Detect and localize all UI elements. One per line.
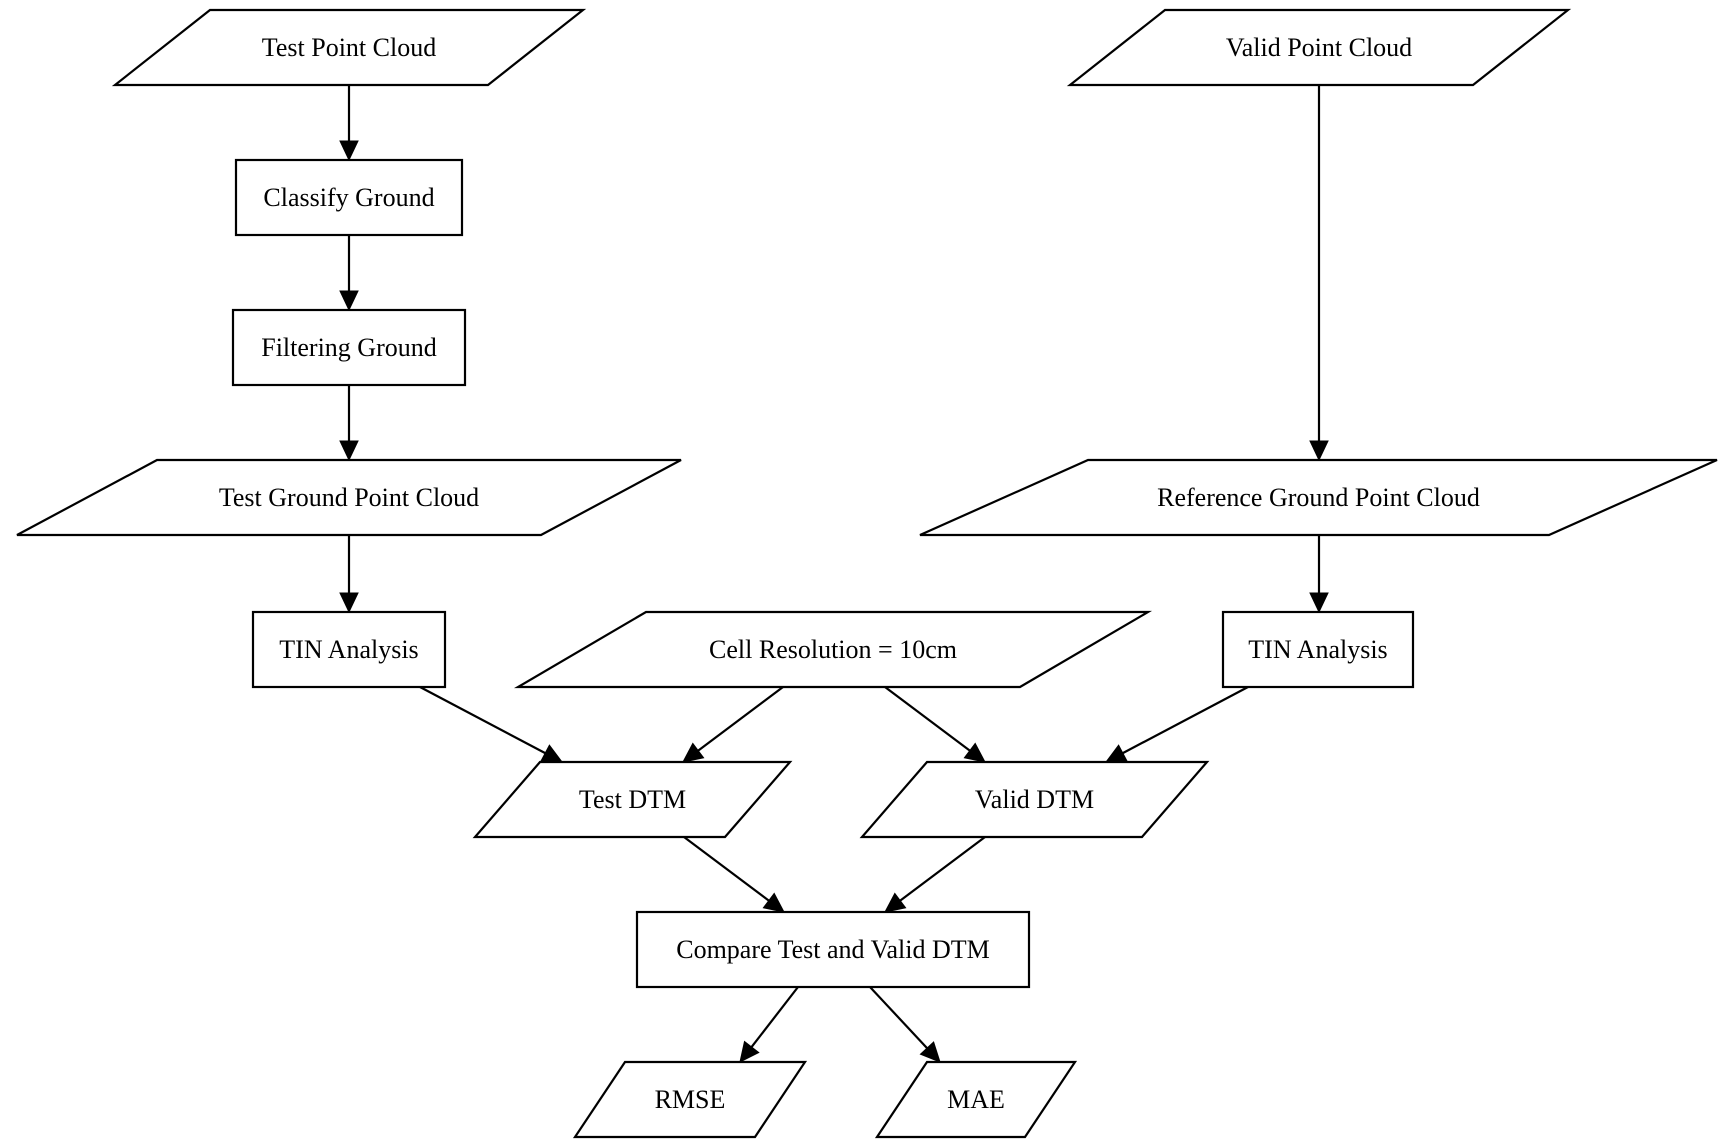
- parallelogram-shape: [1066, 8, 1572, 87]
- node-label: Cell Resolution = 10cm: [709, 635, 957, 664]
- edge-test-point-cloud-to-classify-ground: [339, 85, 359, 162]
- node-label: Valid DTM: [975, 785, 1094, 814]
- parallelogram-shape: [859, 760, 1210, 839]
- node-mae: MAE: [874, 1060, 1078, 1139]
- parallelogram-shape: [16, 458, 682, 537]
- rectangle-shape: [234, 158, 464, 237]
- edges-layer: [339, 85, 1329, 1063]
- node-label: TIN Analysis: [279, 635, 418, 664]
- edge-line: [419, 686, 546, 755]
- edge-cell-resolution-to-valid-dtm: [884, 686, 986, 763]
- edge-classify-ground-to-filtering-ground: [339, 235, 359, 312]
- node-valid-point-cloud: Valid Point Cloud: [1066, 8, 1572, 87]
- node-label: MAE: [947, 1085, 1005, 1114]
- node-tin-analysis-ref: TIN Analysis: [1221, 610, 1415, 689]
- edge-compare-to-rmse: [739, 986, 799, 1063]
- arrowhead-icon: [1309, 440, 1329, 462]
- edge-cell-resolution-to-test-dtm: [682, 686, 784, 763]
- edge-line: [899, 836, 986, 902]
- arrowhead-icon: [884, 892, 907, 913]
- node-label: TIN Analysis: [1248, 635, 1387, 664]
- arrowhead-icon: [739, 1040, 760, 1063]
- arrowhead-icon: [1309, 592, 1329, 614]
- arrowhead-icon: [339, 290, 359, 312]
- arrowhead-icon: [919, 1041, 941, 1063]
- parallelogram-shape: [472, 760, 793, 839]
- rectangle-shape: [251, 610, 447, 689]
- parallelogram-shape: [874, 1060, 1078, 1139]
- node-label: RMSE: [655, 1085, 726, 1114]
- parallelogram-shape: [513, 610, 1153, 689]
- edge-tin-analysis-test-to-test-dtm: [419, 686, 564, 763]
- arrowhead-icon: [339, 592, 359, 614]
- rectangle-shape: [231, 308, 467, 387]
- node-test-dtm: Test DTM: [472, 760, 793, 839]
- parallelogram-shape: [572, 1060, 808, 1139]
- node-filtering-ground: Filtering Ground: [231, 308, 467, 387]
- edge-reference-ground-point-cloud-to-tin-analysis-ref: [1309, 535, 1329, 614]
- edge-tin-analysis-ref-to-valid-dtm: [1104, 686, 1249, 763]
- edge-test-dtm-to-compare: [683, 836, 785, 913]
- arrowhead-icon: [339, 140, 359, 162]
- node-label: Test DTM: [579, 785, 686, 814]
- node-tin-analysis-test: TIN Analysis: [251, 610, 447, 689]
- node-test-point-cloud: Test Point Cloud: [111, 8, 587, 87]
- edge-line: [869, 986, 928, 1049]
- arrowhead-icon: [339, 440, 359, 462]
- node-test-ground-point-cloud: Test Ground Point Cloud: [16, 458, 682, 537]
- node-valid-dtm: Valid DTM: [859, 760, 1210, 839]
- parallelogram-shape: [919, 458, 1718, 537]
- arrowhead-icon: [963, 742, 986, 763]
- parallelogram-shape: [111, 8, 587, 87]
- edge-line: [884, 686, 971, 752]
- node-reference-ground-point-cloud: Reference Ground Point Cloud: [919, 458, 1718, 537]
- node-label: Test Ground Point Cloud: [219, 483, 479, 512]
- node-label: Reference Ground Point Cloud: [1157, 483, 1480, 512]
- node-classify-ground: Classify Ground: [234, 158, 464, 237]
- node-label: Test Point Cloud: [262, 33, 436, 62]
- edge-line: [683, 836, 770, 902]
- node-label: Compare Test and Valid DTM: [676, 935, 990, 964]
- edge-test-ground-point-cloud-to-tin-analysis-test: [339, 535, 359, 614]
- edge-line: [697, 686, 784, 752]
- node-compare: Compare Test and Valid DTM: [635, 910, 1031, 989]
- edge-compare-to-mae: [869, 986, 941, 1063]
- arrowhead-icon: [682, 742, 705, 763]
- edge-valid-point-cloud-to-reference-ground-point-cloud: [1309, 85, 1329, 462]
- node-label: Classify Ground: [263, 183, 434, 212]
- edge-line: [1122, 686, 1249, 755]
- rectangle-shape: [1221, 610, 1415, 689]
- arrowhead-icon: [762, 892, 785, 913]
- node-cell-resolution: Cell Resolution = 10cm: [513, 610, 1153, 689]
- edge-line: [750, 986, 799, 1048]
- rectangle-shape: [635, 910, 1031, 989]
- node-rmse: RMSE: [572, 1060, 808, 1139]
- node-label: Filtering Ground: [261, 333, 437, 362]
- edge-filtering-ground-to-test-ground-point-cloud: [339, 385, 359, 462]
- node-label: Valid Point Cloud: [1226, 33, 1412, 62]
- edge-valid-dtm-to-compare: [884, 836, 986, 913]
